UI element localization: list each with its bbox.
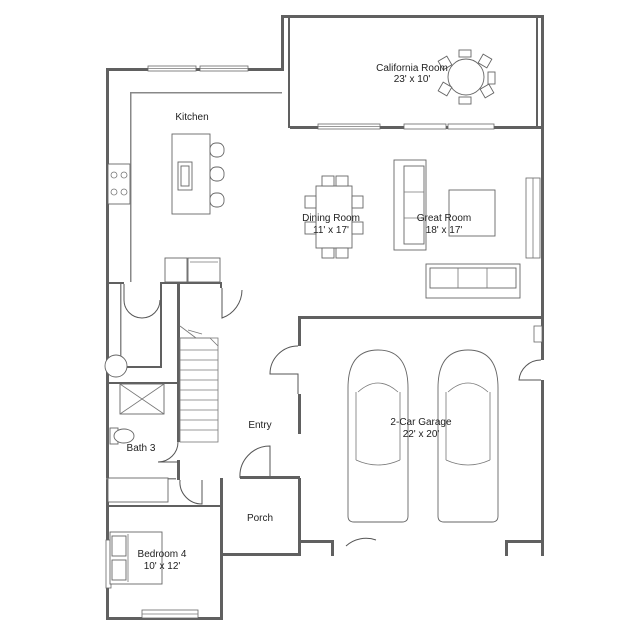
garage-label: 2-Car Garage bbox=[390, 417, 452, 428]
living-furniture bbox=[393, 159, 521, 299]
dining-room-label: Dining Room bbox=[302, 213, 360, 224]
dining-room-dims: 11' x 17' bbox=[313, 225, 349, 236]
bed bbox=[109, 531, 163, 585]
cars bbox=[347, 349, 499, 523]
california-room-dims: 23' x 10' bbox=[394, 74, 431, 85]
bath-fixtures bbox=[107, 383, 169, 503]
doors bbox=[123, 284, 542, 547]
garage-dims: 22' x 20' bbox=[403, 429, 440, 440]
great-room-dims: 18' x 17' bbox=[426, 225, 463, 236]
bedroom-4-label: Bedroom 4 bbox=[138, 549, 187, 560]
windows bbox=[105, 65, 543, 619]
bath-3-label: Bath 3 bbox=[127, 443, 156, 454]
walls bbox=[106, 15, 544, 620]
dining-set bbox=[304, 175, 364, 259]
room-labels: California Room 23' x 10' Kitchen Dining… bbox=[127, 63, 472, 572]
bedroom-4-dims: 10' x 12' bbox=[144, 561, 181, 572]
kitchen-fixtures bbox=[107, 133, 225, 283]
patio-dining-set bbox=[437, 49, 496, 105]
california-room-label: California Room bbox=[376, 63, 448, 74]
kitchen-label: Kitchen bbox=[175, 112, 208, 123]
porch-label: Porch bbox=[247, 513, 273, 524]
great-room-label: Great Room bbox=[417, 213, 471, 224]
entry-label: Entry bbox=[248, 420, 271, 431]
staircase bbox=[104, 325, 219, 443]
